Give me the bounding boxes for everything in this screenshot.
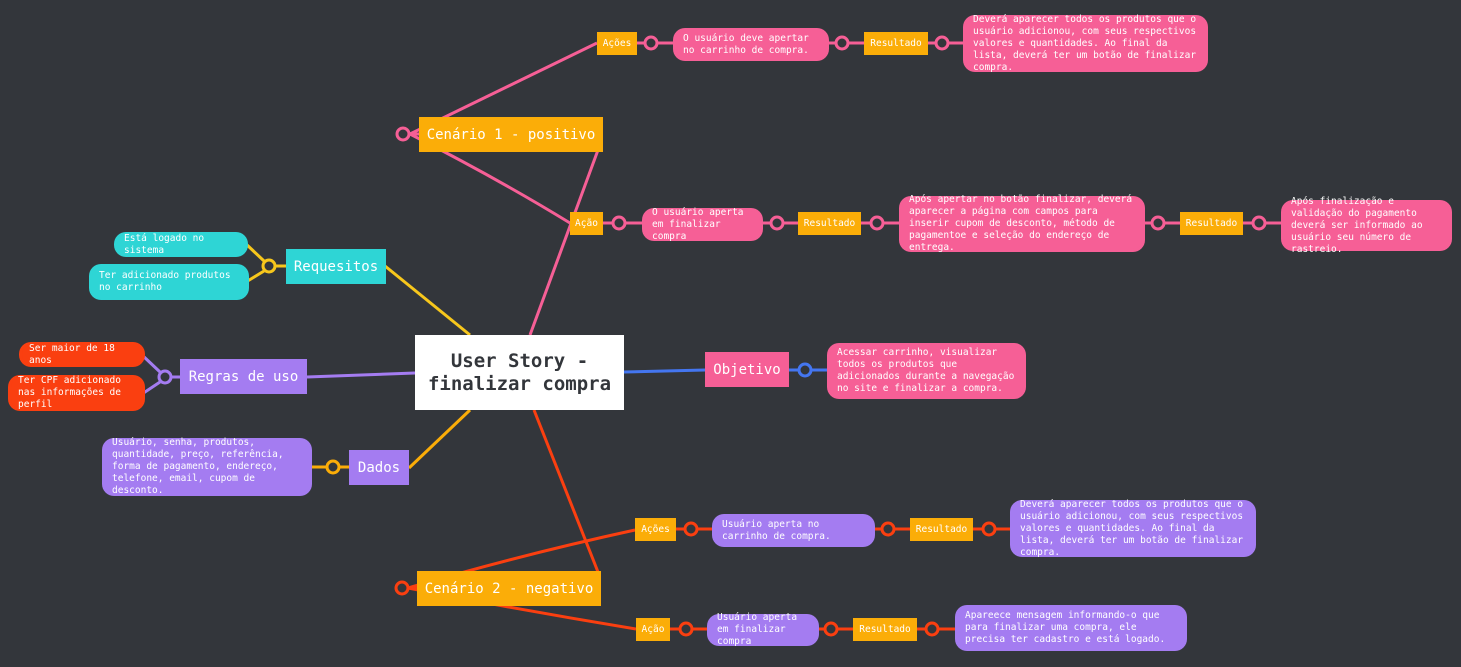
cenario1-acao-resultado2-label[interactable]: Resultado [1180,212,1243,235]
cenario2-acao-resultado-label[interactable]: Resultado [853,618,917,641]
regras-item-idade[interactable]: Ser maior de 18 anos [22,343,142,366]
cenario1-acao-resultado-label[interactable]: Resultado [798,212,861,235]
edge-root-cenario1 [528,149,600,336]
cenario1-acao-resultado2-text[interactable]: Após finalização e validação do pagament… [1284,196,1449,255]
cenario1-acoes-text[interactable]: O usuário deve apertar no carrinho de co… [676,31,826,58]
requesitos-topic[interactable]: Requesitos [286,249,386,284]
cenario1-topic[interactable]: Cenário 1 - positivo [419,117,603,152]
regras-topic[interactable]: Regras de uso [180,359,307,394]
dados-text[interactable]: Usuário, senha, produtos, quantidade, pr… [105,437,309,496]
cenario1-acoes-resultado-label[interactable]: Resultado [864,32,928,55]
cenario1-acao-resultado-text[interactable]: Após apertar no botão finalizar, deverá … [902,194,1142,253]
edge-root-objetivo [623,368,706,374]
cenario2-acoes-text[interactable]: Usuário aperta no carrinho de compra. [715,517,872,544]
objetivo-topic[interactable]: Objetivo [705,352,789,387]
edge-root-requesitos [384,264,471,337]
cenario1-acoes-resultado-text[interactable]: Deverá aparecer todos os produtos que o … [966,14,1205,73]
cenario2-acoes-resultado-text[interactable]: Deverá aparecer todos os produtos que o … [1013,499,1253,558]
cenario2-acao-label[interactable]: Ação [636,618,670,641]
edge-root-regras [306,371,416,379]
edge-root-dados [407,408,472,470]
cenario2-acao-resultado-text[interactable]: Apareece mensagem informando-o que para … [958,608,1184,648]
cenario2-topic[interactable]: Cenário 2 - negativo [417,571,601,606]
cenario2-acoes-resultado-label[interactable]: Resultado [910,518,973,541]
cenario2-acao-text[interactable]: Usuário aperta em finalizar compra [710,612,816,647]
requesitos-item-carrinho[interactable]: Ter adicionado produtos no carrinho [92,267,246,297]
requesitos-item-logado[interactable]: Está logado no sistema [117,233,245,256]
root-title-line1: User Story - [450,349,589,372]
cenario1-acoes-label[interactable]: Ações [597,32,637,55]
root-topic[interactable]: User Story - finalizar compra [415,335,624,410]
cenario2-acoes-label[interactable]: Ações [635,518,676,541]
cenario1-acao-label[interactable]: Ação [570,212,603,235]
edge-root-cenario2 [532,409,600,573]
objetivo-text[interactable]: Acessar carrinho, visualizar todos os pr… [830,346,1023,396]
cenario1-acao-text[interactable]: O usuário aperta em finalizar compra [645,207,760,242]
dados-topic[interactable]: Dados [349,450,409,485]
root-title-line2: finalizar compra [427,372,612,395]
regras-item-cpf[interactable]: Ter CPF adicionado nas informações de pe… [11,375,142,410]
